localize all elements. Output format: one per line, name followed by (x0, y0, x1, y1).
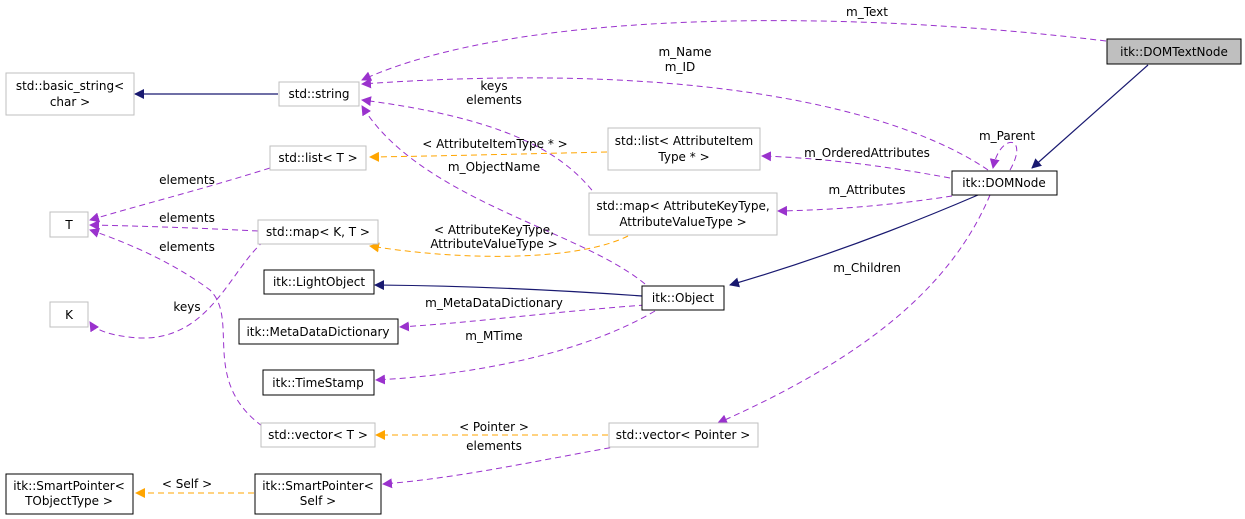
node-basic-string-line2: char > (50, 95, 90, 109)
edge-m-attributes (777, 195, 953, 216)
node-map-attr-line1: std::map< AttributeKeyType, (596, 199, 769, 213)
edge-m-object-name (361, 105, 646, 285)
edge-m-metadata-dictionary (399, 304, 646, 332)
node-smart-pointer-self-line1: itk::SmartPointer< (262, 479, 374, 493)
node-vector-t-label: std::vector< T > (268, 428, 368, 442)
edge-m-name-id (361, 77, 989, 171)
node-smart-pointer-tobjecttype-line2: TObjectType > (24, 494, 113, 508)
label-m-parent: m_Parent (979, 129, 1035, 143)
label-m-children: m_Children (833, 261, 901, 275)
label-m-mtime: m_MTime (465, 329, 522, 343)
node-list-t[interactable]: std::list< T > (269, 145, 367, 171)
label-m-object-name: m_ObjectName (448, 160, 540, 174)
node-metadata-dictionary-label: itk::MetaDataDictionary (246, 325, 389, 339)
edge-map-elements (89, 220, 259, 232)
label-list-elements: elements (159, 173, 215, 187)
node-k[interactable]: K (49, 301, 89, 328)
edge-map-attr-template (369, 235, 629, 257)
edge-object-to-lightobject (374, 280, 643, 297)
node-dom-text-node[interactable]: itk::DOMTextNode (1106, 38, 1242, 65)
node-dom-text-node-label: itk::DOMTextNode (1120, 45, 1228, 59)
edge-smart-pointer-elements (382, 445, 621, 489)
edge-domtextnode-to-domnode (1031, 64, 1149, 169)
edge-keys (89, 240, 265, 339)
node-vector-pointer-label: std::vector< Pointer > (616, 428, 751, 442)
label-smart-pointer-elements: elements (466, 439, 522, 453)
node-smart-pointer-tobjecttype[interactable]: itk::SmartPointer< TObjectType > (5, 473, 134, 515)
label-vector-pointer-template: < Pointer > (459, 420, 529, 434)
node-k-label: K (65, 308, 74, 322)
node-t-label: T (64, 218, 73, 232)
label-map-elements: elements (159, 211, 215, 225)
node-dom-node[interactable]: itk::DOMNode (951, 170, 1058, 196)
node-map-kt[interactable]: std::map< K, T > (257, 219, 379, 245)
label-m-id: m_ID (665, 60, 695, 74)
node-object[interactable]: itk::Object (641, 285, 725, 311)
node-list-attr-line2: Type * > (657, 150, 709, 164)
nodes: itk::DOMTextNode itk::DOMNode std::basic… (5, 38, 1242, 515)
node-metadata-dictionary[interactable]: itk::MetaDataDictionary (238, 318, 399, 345)
edge-m-text (361, 20, 1107, 81)
label-map-attr-template-1: < AttributeKeyType, (434, 223, 554, 237)
node-map-kt-label: std::map< K, T > (266, 225, 370, 239)
node-basic-string-line1: std::basic_string< (16, 79, 124, 93)
edge-m-mtime (375, 310, 656, 385)
node-list-attr[interactable]: std::list< AttributeItem Type * > (607, 127, 761, 171)
node-std-string[interactable]: std::string (278, 81, 360, 107)
label-m-metadata-dictionary: m_MetaDataDictionary (425, 296, 563, 310)
inheritance-edges (134, 64, 1149, 297)
node-smart-pointer-self-line2: Self > (300, 494, 336, 508)
node-light-object[interactable]: itk::LightObject (263, 269, 375, 295)
node-smart-pointer-self[interactable]: itk::SmartPointer< Self > (254, 473, 382, 515)
node-list-t-label: std::list< T > (278, 151, 357, 165)
label-m-ordered-attributes: m_OrderedAttributes (804, 146, 930, 160)
label-vector-elements: elements (159, 240, 215, 254)
label-elements-string: elements (466, 93, 522, 107)
edge-list-attr-template (369, 151, 608, 162)
label-smart-pointer-template: < Self > (162, 477, 212, 491)
node-basic-string[interactable]: std::basic_string< char > (5, 72, 135, 116)
edge-m-parent (989, 141, 1018, 171)
node-vector-t[interactable]: std::vector< T > (260, 422, 376, 448)
node-time-stamp[interactable]: itk::TimeStamp (262, 369, 375, 396)
label-keys: keys (480, 79, 507, 93)
template-edges (135, 151, 629, 498)
label-map-attr-template-2: AttributeValueType > (430, 237, 557, 251)
label-list-attr-template: < AttributeItemType * > (422, 137, 567, 151)
node-smart-pointer-tobjecttype-line1: itk::SmartPointer< (13, 479, 125, 493)
label-m-text: m_Text (846, 5, 888, 19)
node-t[interactable]: T (49, 211, 89, 238)
label-keys-k: keys (173, 300, 200, 314)
edge-m-children (717, 194, 991, 424)
node-time-stamp-label: itk::TimeStamp (272, 376, 363, 390)
node-object-label: itk::Object (652, 291, 714, 305)
node-dom-node-label: itk::DOMNode (962, 176, 1045, 190)
edge-vector-elements (89, 228, 263, 427)
node-light-object-label: itk::LightObject (273, 275, 365, 289)
node-list-attr-line1: std::list< AttributeItem (615, 134, 753, 148)
node-std-string-label: std::string (288, 87, 349, 101)
node-vector-pointer[interactable]: std::vector< Pointer > (608, 422, 759, 448)
edge-domnode-to-object (729, 194, 979, 288)
label-m-name: m_Name (658, 45, 711, 59)
edge-list-elements (89, 167, 271, 223)
edge-labels: m_Text m_Name m_ID keys elements m_Paren… (159, 5, 1035, 491)
usage-edges (89, 20, 1107, 489)
label-m-attributes: m_Attributes (829, 183, 906, 197)
edge-m-ordered-attributes (761, 151, 951, 179)
node-map-attr-line2: AttributeValueType > (619, 215, 746, 229)
node-map-attr[interactable]: std::map< AttributeKeyType, AttributeVal… (588, 192, 778, 236)
